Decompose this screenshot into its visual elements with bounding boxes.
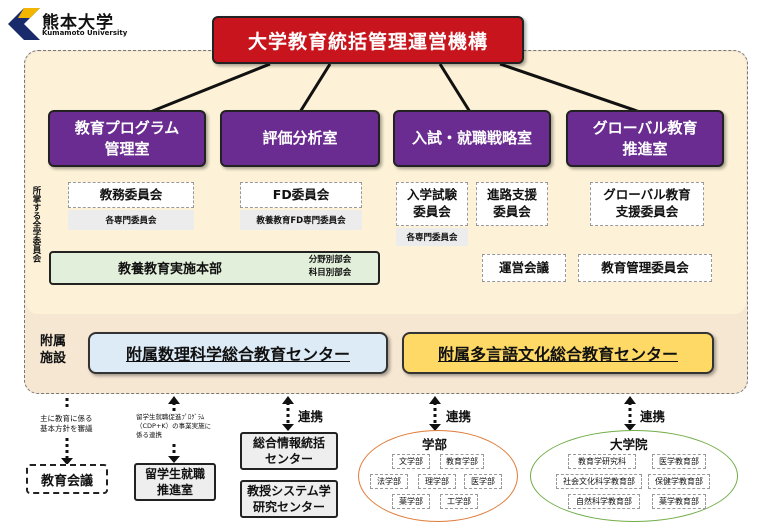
committee-kyomu: 教務委員会 bbox=[68, 182, 194, 208]
center-math-box: 附属数理科学総合教育センター bbox=[88, 332, 388, 374]
daigakuin-item: 教育学研究科 bbox=[568, 454, 636, 469]
top-organization-box: 大学教育統括管理運営機構 bbox=[212, 16, 524, 64]
gakubu-item: 薬学部 bbox=[392, 494, 430, 509]
committee-fd: FD委員会 bbox=[240, 182, 362, 208]
center-lang-label: 附属多言語文化総合教育センター bbox=[437, 345, 678, 364]
kyoiku-kaigi-box: 教育会議 bbox=[26, 464, 108, 494]
division-box-global: グローバル教育 推進室 bbox=[566, 110, 724, 167]
daigakuin-item: 医学教育部 bbox=[652, 454, 706, 469]
daigakuin-title: 大学院 bbox=[610, 437, 648, 452]
top-organization-title: 大学教育統括管理運営機構 bbox=[247, 30, 488, 53]
committee-fd-sub: 教養教育FD専門委員会 bbox=[240, 210, 362, 230]
division-box-admission: 入試・就職戦略室 bbox=[393, 110, 551, 167]
committee-global: グローバル教育 支援委員会 bbox=[590, 182, 704, 226]
gakubu-item: 医学部 bbox=[464, 474, 502, 489]
link-label-joho: 連携 bbox=[298, 409, 324, 424]
side-label-committees: 所掌する全学委員会 bbox=[31, 186, 41, 263]
center-math-label: 附属数理科学総合教育センター bbox=[125, 345, 350, 364]
gakubu-item: 文学部 bbox=[392, 454, 430, 469]
fuzoku-label: 附属 施設 bbox=[40, 334, 67, 366]
daigakuin-item: 自然科学教育部 bbox=[568, 494, 640, 509]
committee-kanri: 教育管理委員会 bbox=[578, 254, 712, 282]
kumamoto-logo-icon bbox=[8, 8, 40, 40]
logo-name-en: Kumamoto University bbox=[42, 29, 128, 37]
kyoyo-honbu-box bbox=[49, 251, 380, 285]
gakubu-title: 学部 bbox=[422, 437, 448, 452]
division-box-evaluation: 評価分析室 bbox=[220, 110, 380, 167]
link-label-daigakuin: 連携 bbox=[640, 409, 666, 424]
kyoyo-honbu-label: 教養教育実施本部 bbox=[117, 262, 222, 277]
committee-nyushi-sub: 各専門委員会 bbox=[396, 228, 468, 246]
note-ryugaku: 留学生就職促進ﾌﾟﾛｸﾞﾗﾑ （CDP+K）の事業実施に 係る連携 bbox=[136, 413, 212, 439]
note-kyoiku-kaigi: 主に教育に係る 基本方針を審議 bbox=[40, 414, 93, 433]
kyoyo-honbu-sub: 分野別部会 科目別部会 bbox=[308, 255, 352, 278]
center-lang-box: 附属多言語文化総合教育センター bbox=[402, 332, 714, 374]
gakubu-item: 理学部 bbox=[418, 474, 456, 489]
daigakuin-item: 保健学教育部 bbox=[648, 474, 710, 489]
committee-shinro: 進路支援 委員会 bbox=[476, 182, 548, 226]
gakubu-item: 工学部 bbox=[440, 494, 478, 509]
kyoju-center-box: 教授システム学 研究センター bbox=[240, 480, 338, 518]
division-box-program: 教育プログラム 管理室 bbox=[48, 110, 206, 167]
ryugaku-box: 留学生就職 推進室 bbox=[134, 463, 216, 501]
logo-name-jp: 熊本大学 bbox=[42, 13, 114, 33]
gakubu-item: 教育学部 bbox=[440, 454, 484, 469]
link-label-gakubu: 連携 bbox=[446, 409, 472, 424]
daigakuin-item: 社会文化科学教育部 bbox=[556, 474, 642, 489]
committee-unei: 運営会議 bbox=[482, 254, 566, 282]
daigakuin-item: 薬学教育部 bbox=[652, 494, 706, 509]
committee-kyomu-sub: 各専門委員会 bbox=[68, 210, 194, 230]
gakubu-item: 法学部 bbox=[370, 474, 408, 489]
joho-center-box: 総合情報統括 センター bbox=[240, 432, 338, 470]
committee-nyushi: 入学試験 委員会 bbox=[396, 182, 468, 226]
